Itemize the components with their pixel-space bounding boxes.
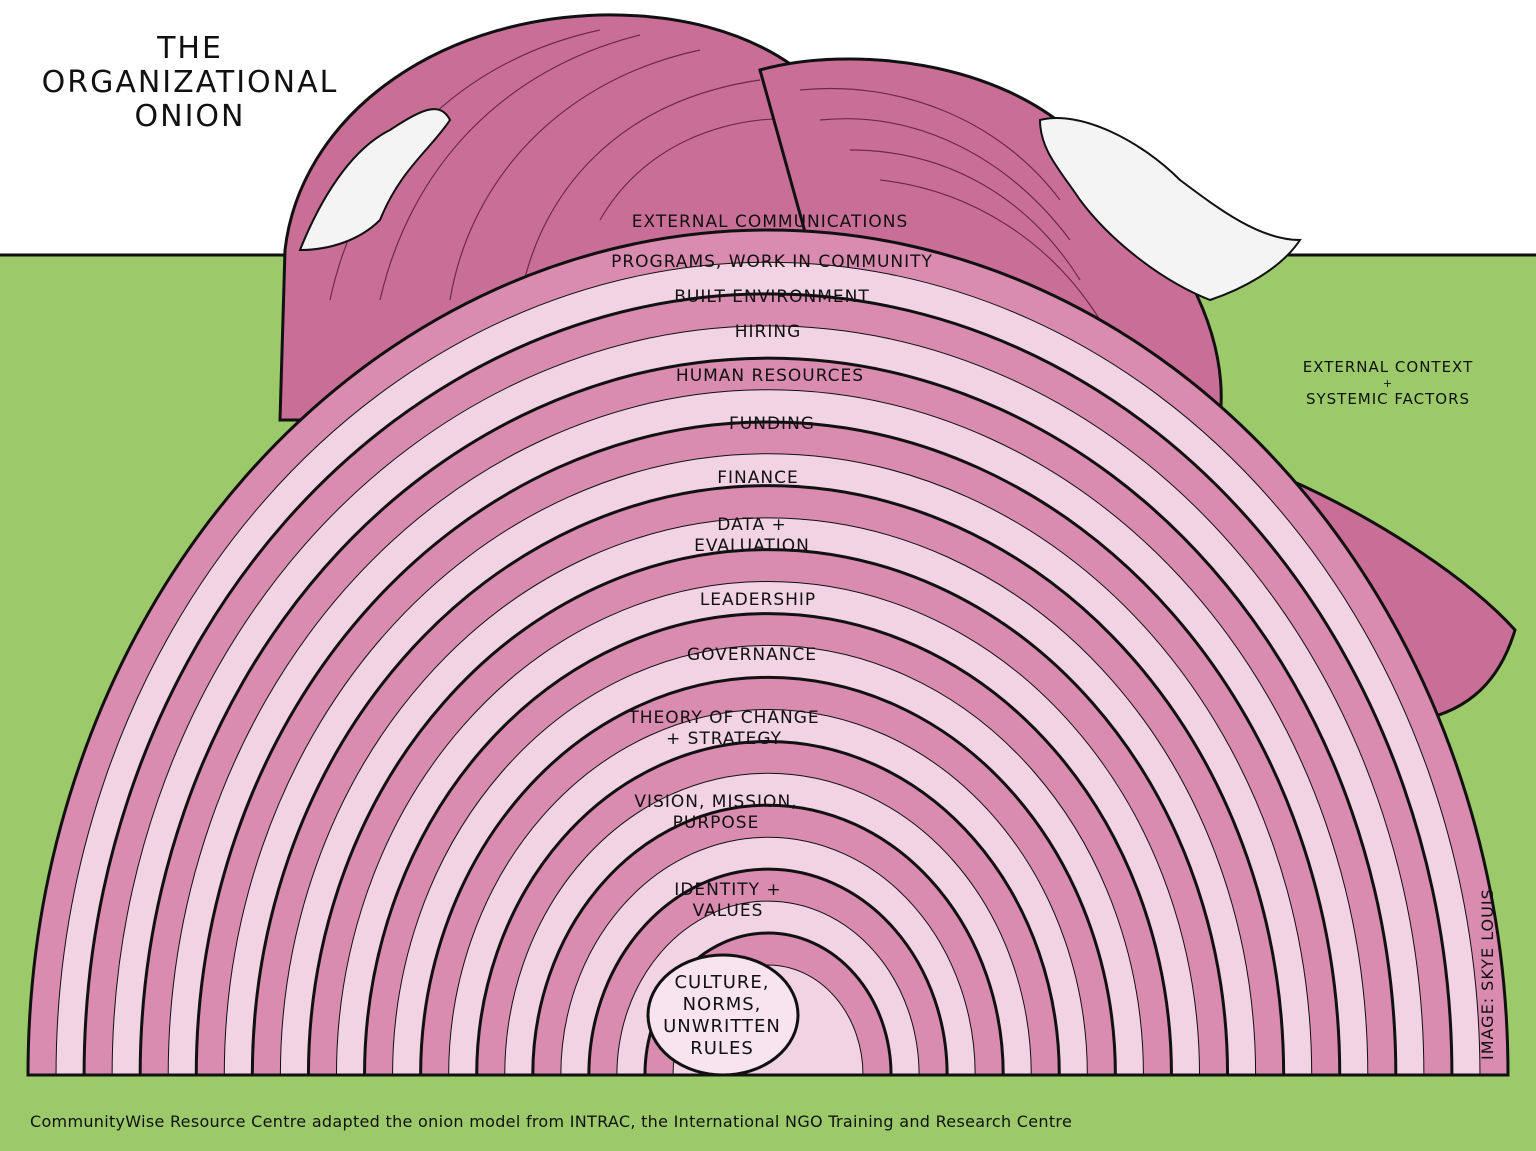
footer-attribution: CommunityWise Resource Centre adapted th… — [30, 1112, 1072, 1131]
layer-label-hiring: HIRING — [735, 322, 802, 343]
context-line-2: SYSTEMIC FACTORS — [1278, 390, 1498, 409]
layer-label-line: HUMAN RESOURCES — [676, 366, 864, 387]
layer-label-programs: PROGRAMS, WORK IN COMMUNITY — [611, 252, 933, 273]
layer-label-line: CULTURE, — [663, 972, 781, 994]
layer-label-line: HIRING — [735, 322, 802, 343]
layer-label-line: UNWRITTEN — [663, 1016, 781, 1038]
layer-label-line: BUILT ENVIRONMENT — [674, 287, 870, 308]
layer-label-line: PROGRAMS, WORK IN COMMUNITY — [611, 252, 933, 273]
layer-label-line: VALUES — [674, 901, 781, 922]
layer-label-line: FINANCE — [717, 468, 798, 489]
layer-label-line: NORMS, — [663, 994, 781, 1016]
layer-label-built-environment: BUILT ENVIRONMENT — [674, 287, 870, 308]
layer-label-line: FUNDING — [729, 414, 815, 435]
layer-label-line: IDENTITY + — [674, 880, 781, 901]
layer-label-line: + STRATEGY — [628, 729, 819, 750]
layer-label-funding: FUNDING — [729, 414, 815, 435]
layer-label-line: THEORY OF CHANGE — [628, 708, 819, 729]
layer-label-identity: IDENTITY +VALUES — [674, 880, 781, 922]
layer-label-line: RULES — [663, 1038, 781, 1060]
layer-label-leadership: LEADERSHIP — [700, 590, 816, 611]
image-credit: IMAGE: SKYE LOUIS — [1478, 870, 1497, 1060]
layer-label-human-resources: HUMAN RESOURCES — [676, 366, 864, 387]
layer-label-line: LEADERSHIP — [700, 590, 816, 611]
layer-label-vision: VISION, MISSION,PURPOSE — [634, 792, 797, 834]
layer-label-data-evaluation: DATA +EVALUATION — [694, 515, 810, 557]
layer-label-line: EVALUATION — [694, 536, 810, 557]
context-line-1: EXTERNAL CONTEXT — [1278, 358, 1498, 377]
title-line-2: ORGANIZATIONAL — [10, 66, 370, 100]
title-line-1: THE — [10, 32, 370, 66]
layer-label-line: DATA + — [694, 515, 810, 536]
layer-label-governance: GOVERNANCE — [687, 645, 817, 666]
layer-label-line: GOVERNANCE — [687, 645, 817, 666]
layer-label-external-communications: EXTERNAL COMMUNICATIONS — [632, 212, 908, 233]
diagram-title: THE ORGANIZATIONAL ONION — [10, 32, 370, 134]
layer-label-theory-of-change: THEORY OF CHANGE+ STRATEGY — [628, 708, 819, 750]
layer-label-line: PURPOSE — [634, 813, 797, 834]
layer-label-line: EXTERNAL COMMUNICATIONS — [632, 212, 908, 233]
layer-label-finance: FINANCE — [717, 468, 798, 489]
title-line-3: ONION — [10, 100, 370, 134]
context-plus: + — [1278, 377, 1498, 390]
external-context-label: EXTERNAL CONTEXT + SYSTEMIC FACTORS — [1278, 358, 1498, 409]
layer-label-line: VISION, MISSION, — [634, 792, 797, 813]
